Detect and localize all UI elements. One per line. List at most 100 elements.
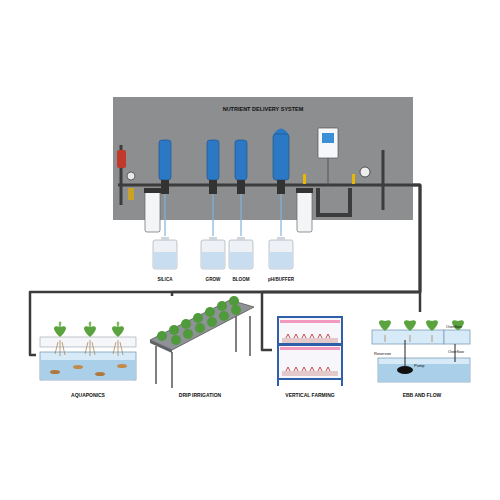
doser-base [237,180,245,194]
roots [385,335,432,342]
plant [195,323,205,333]
jug-liquid [270,252,293,269]
grow-light [280,347,340,350]
shelf-frame [278,317,342,379]
plant [217,301,227,311]
plant [183,329,193,339]
node-label: DRIP IRRIGATION [179,393,221,399]
plant [171,335,181,345]
supply-pipe [30,185,420,355]
fish [117,364,127,368]
shelf-legs [278,379,342,386]
pressure-gauge [127,172,135,180]
jug-liquid [202,252,225,269]
panel-title: NUTRIENT DELIVERY SYSTEM [223,106,304,112]
valve-handle [352,174,355,184]
tank-water [41,360,136,380]
plant [157,331,167,341]
plants [379,320,464,331]
plant [229,296,239,306]
jug-liquid [154,252,177,269]
jug-cap [209,237,217,241]
filter-housing [297,190,312,232]
suction-tubes [165,194,281,220]
plant [219,311,229,321]
node-label: BLOOM [232,277,249,282]
drip-illustration [150,296,254,388]
bypass-pipe [382,150,385,210]
table-top [150,300,254,350]
part-label: Overflow [446,325,462,329]
pump [397,366,413,374]
jug-box: pH/BUFFER [266,236,296,282]
plant [169,325,179,335]
suction-tube [212,220,213,236]
part-label: Reservoir [374,352,391,356]
doser [235,140,247,180]
jug [229,240,253,269]
sensor-cable [328,158,329,185]
node-label: VERTICAL FARMING [285,393,334,399]
jugs [153,237,293,269]
system-box: DRIP IRRIGATION [146,296,254,398]
jug-liquid [230,252,253,269]
fish [95,372,105,376]
part-label: Pump [414,364,424,368]
table-legs [156,312,250,388]
plant [207,317,217,327]
jug-box: GROW [200,236,226,282]
tray [282,338,338,343]
system-box: AQUAPONICS [36,318,140,398]
doser [207,140,219,180]
doser-base [161,180,169,194]
reservoir-tank [378,358,470,382]
controller [318,128,338,158]
filter-housing [145,190,160,232]
flood-tray [372,330,444,344]
node-label: GROW [206,277,221,282]
main-pipe [118,184,413,187]
doser-base [209,180,217,194]
jug-box: SILICA [152,236,178,282]
plant-leaves [59,322,119,327]
valve-handle [128,188,134,200]
jug [153,240,177,269]
jug-cap [237,237,245,241]
reservoir-water [379,364,470,382]
system-box: VERTICAL FARMING [272,314,348,398]
node-label: EBB AND FLOW [403,393,442,399]
jug [201,240,225,269]
roots [55,340,123,356]
table-edge [150,340,172,353]
node-label: AQUAPONICS [71,393,105,399]
plant [231,305,241,315]
fish [73,365,83,369]
node-label: pH/BUFFER [268,277,294,282]
plant [205,307,215,317]
plant [193,313,203,323]
filter-cap [144,188,161,193]
fish-tank [40,352,136,380]
dosers [159,129,289,195]
controller-screen [322,133,334,143]
seedlings [286,334,330,371]
flood-tray [444,330,470,344]
supply-pipe [172,185,420,296]
tray [282,371,338,376]
shelf [278,343,342,346]
doser [273,134,289,180]
plants [54,326,124,337]
backflow-valve [117,150,126,168]
supply-pipe [262,185,420,350]
vertical-farm-illustration [278,317,342,386]
panel-box: NUTRIENT DELIVERY SYSTEM [113,97,413,220]
valve-handle [303,174,306,184]
jug-cap [161,237,169,241]
ebb-flow-illustration [372,320,470,382]
manifold [318,188,350,215]
